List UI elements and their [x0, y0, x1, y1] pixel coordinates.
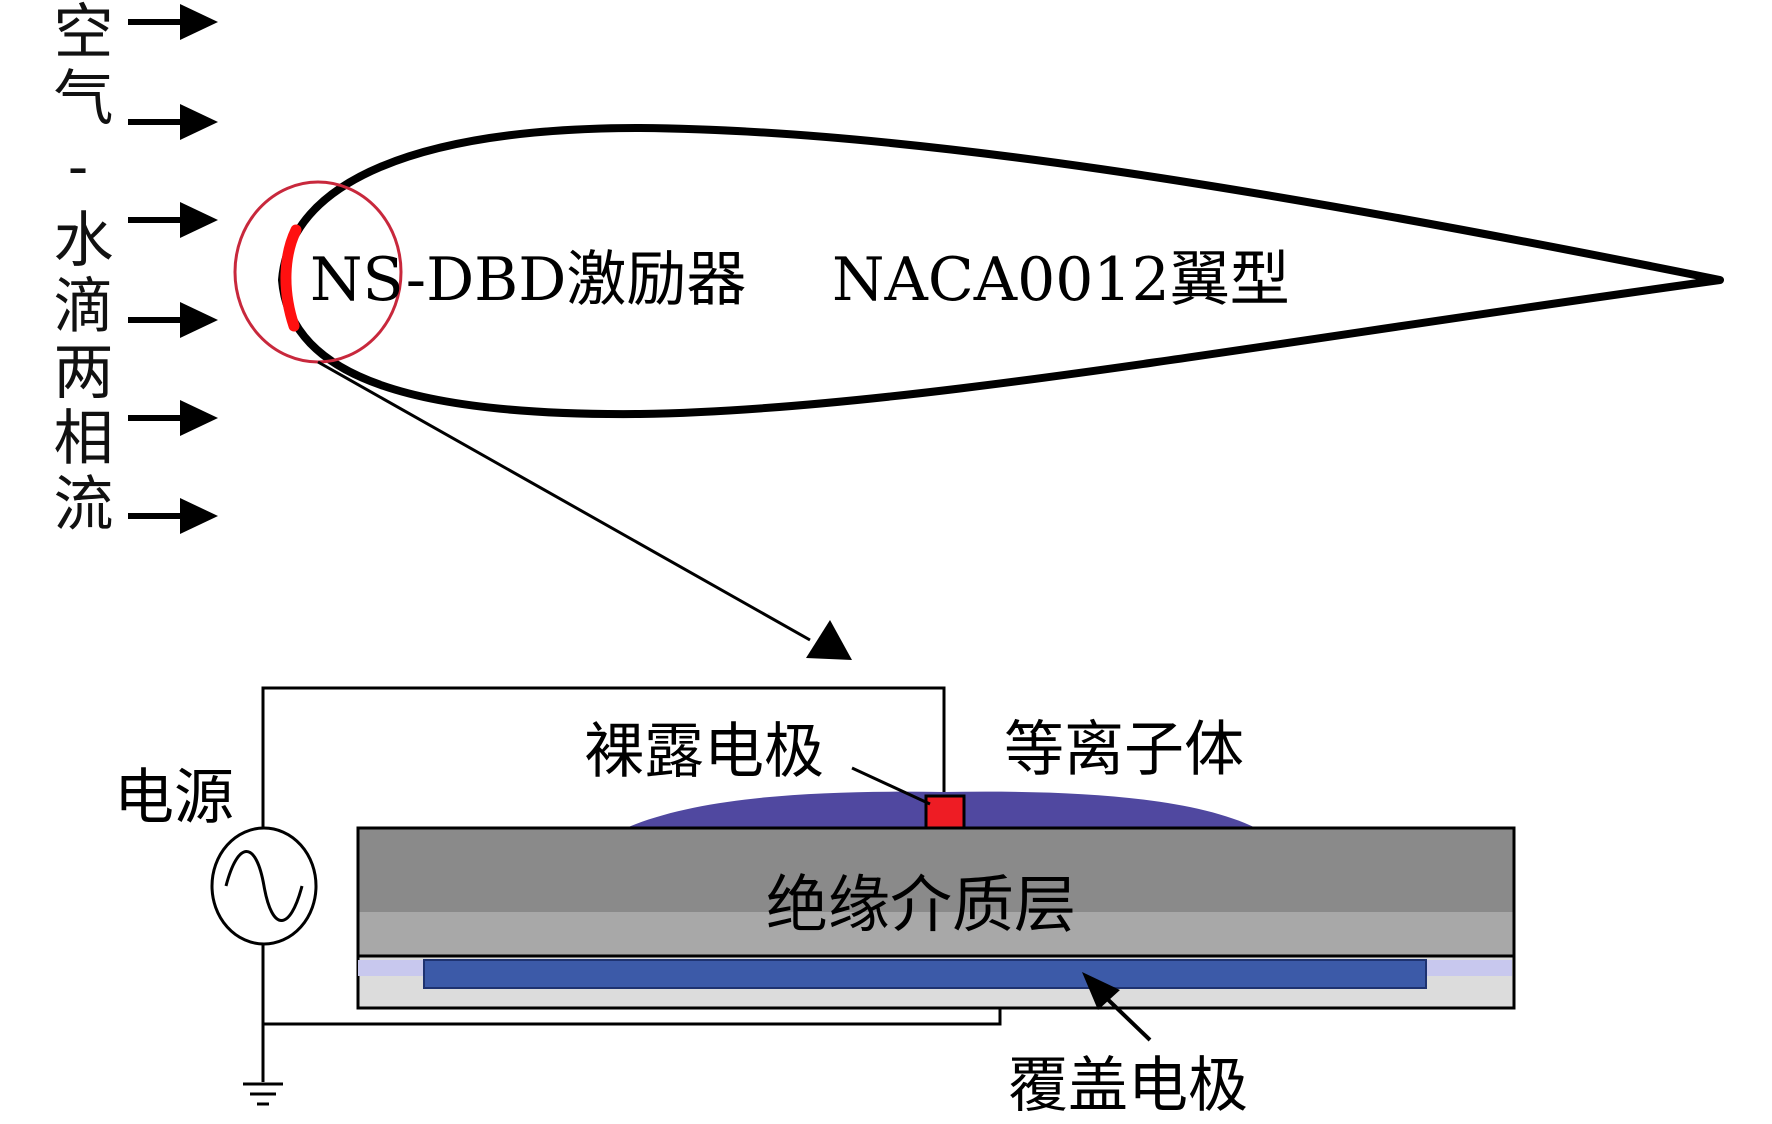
right-arrow-icon [128, 4, 218, 40]
right-arrow-icon [128, 400, 218, 436]
plasma-label: 等离子体 [1004, 715, 1244, 785]
zoom-leader [317, 360, 852, 660]
exposed-electrode [924, 794, 966, 830]
covered-electrode-arrow [1082, 972, 1152, 1042]
flow-arrows [128, 4, 218, 534]
covered-electrode-label: 覆盖电极 [1008, 1051, 1248, 1121]
covered-electrode [423, 959, 1427, 989]
airfoil-label: NACA0012翼型 [832, 245, 1290, 315]
actuator-mark [280, 224, 302, 332]
exposed-electrode-pointer [851, 766, 931, 806]
ground-icon [243, 1082, 283, 1106]
flow-label: 空气-水滴两相流 [43, 0, 113, 538]
right-arrow-icon [128, 202, 218, 238]
dielectric-layer [356, 826, 1516, 958]
power-source-label: 电源 [114, 763, 234, 833]
actuator-label: NS-DBD激励器 [310, 245, 746, 315]
exposed-electrode-label: 裸露电极 [584, 717, 824, 787]
ac-source-icon [210, 826, 318, 946]
dielectric-label: 绝缘介质层 [766, 868, 1076, 941]
right-arrow-icon [128, 104, 218, 140]
right-arrow-icon [128, 302, 218, 338]
airfoil-outline [278, 124, 1724, 419]
right-arrow-icon [128, 498, 218, 534]
